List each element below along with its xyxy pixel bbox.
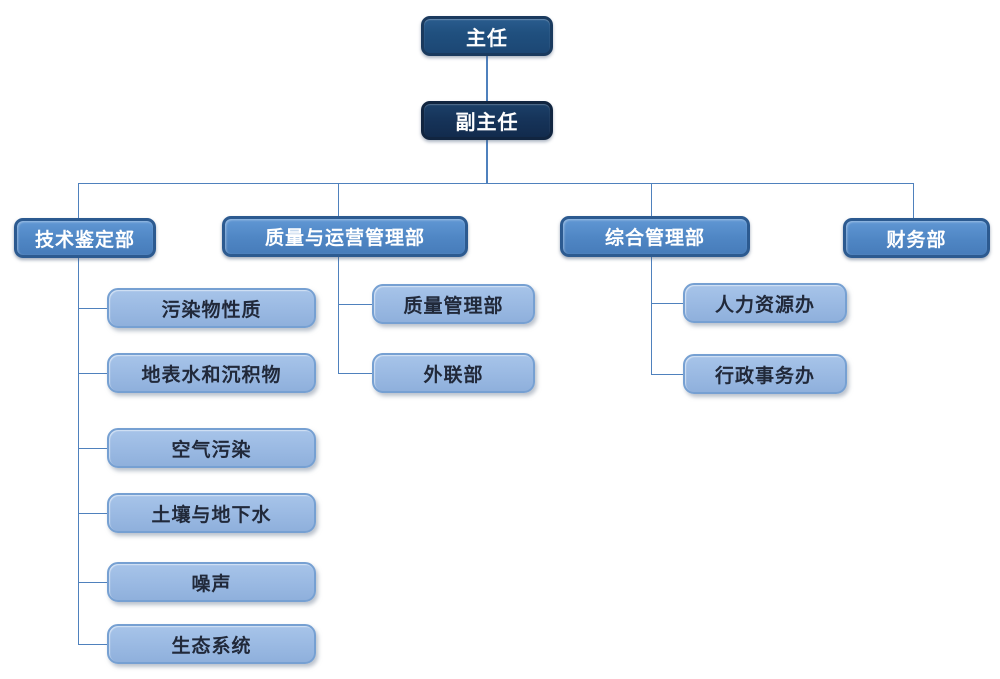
connector-stub bbox=[651, 374, 683, 375]
node-soil-groundwater: 土壤与地下水 bbox=[107, 493, 316, 533]
connector-rail-dept3 bbox=[651, 257, 652, 374]
connector-stub bbox=[78, 448, 107, 449]
connector-stub bbox=[338, 373, 372, 374]
connector-main-rail bbox=[78, 183, 914, 184]
node-director: 主任 bbox=[421, 16, 553, 56]
connector-drop-dept2 bbox=[338, 183, 339, 217]
node-noise: 噪声 bbox=[107, 562, 316, 602]
node-finance-dept: 财务部 bbox=[843, 218, 990, 258]
node-ecosystem: 生态系统 bbox=[107, 624, 316, 664]
connector-stub bbox=[78, 373, 107, 374]
node-air-pollution: 空气污染 bbox=[107, 428, 316, 468]
node-pollutant-properties: 污染物性质 bbox=[107, 288, 316, 328]
node-surface-water-sediments: 地表水和沉积物 bbox=[107, 353, 316, 393]
connector-deputy-rail bbox=[486, 140, 488, 183]
connector-stub bbox=[338, 304, 372, 305]
connector-drop-dept4 bbox=[913, 183, 914, 218]
connector-drop-dept3 bbox=[651, 183, 652, 217]
node-external-relations-dept: 外联部 bbox=[372, 353, 535, 393]
connector-stub bbox=[78, 582, 107, 583]
connector-drop-dept1 bbox=[78, 183, 79, 218]
node-admin-affairs-office: 行政事务办 bbox=[683, 354, 847, 394]
node-hr-office: 人力资源办 bbox=[683, 283, 847, 323]
connector-rail-dept2 bbox=[338, 257, 339, 373]
connector-stub bbox=[78, 644, 107, 645]
node-quality-operations-dept: 质量与运营管理部 bbox=[222, 216, 468, 257]
connector-stub bbox=[78, 308, 107, 309]
node-general-management-dept: 综合管理部 bbox=[560, 216, 750, 257]
node-quality-management-dept: 质量管理部 bbox=[372, 284, 535, 324]
connector-director-deputy bbox=[486, 56, 488, 101]
connector-stub bbox=[651, 303, 683, 304]
node-technical-appraisal-dept: 技术鉴定部 bbox=[14, 218, 156, 258]
connector-rail-dept1 bbox=[78, 257, 79, 645]
connector-stub bbox=[78, 513, 107, 514]
node-deputy-director: 副主任 bbox=[421, 101, 553, 140]
